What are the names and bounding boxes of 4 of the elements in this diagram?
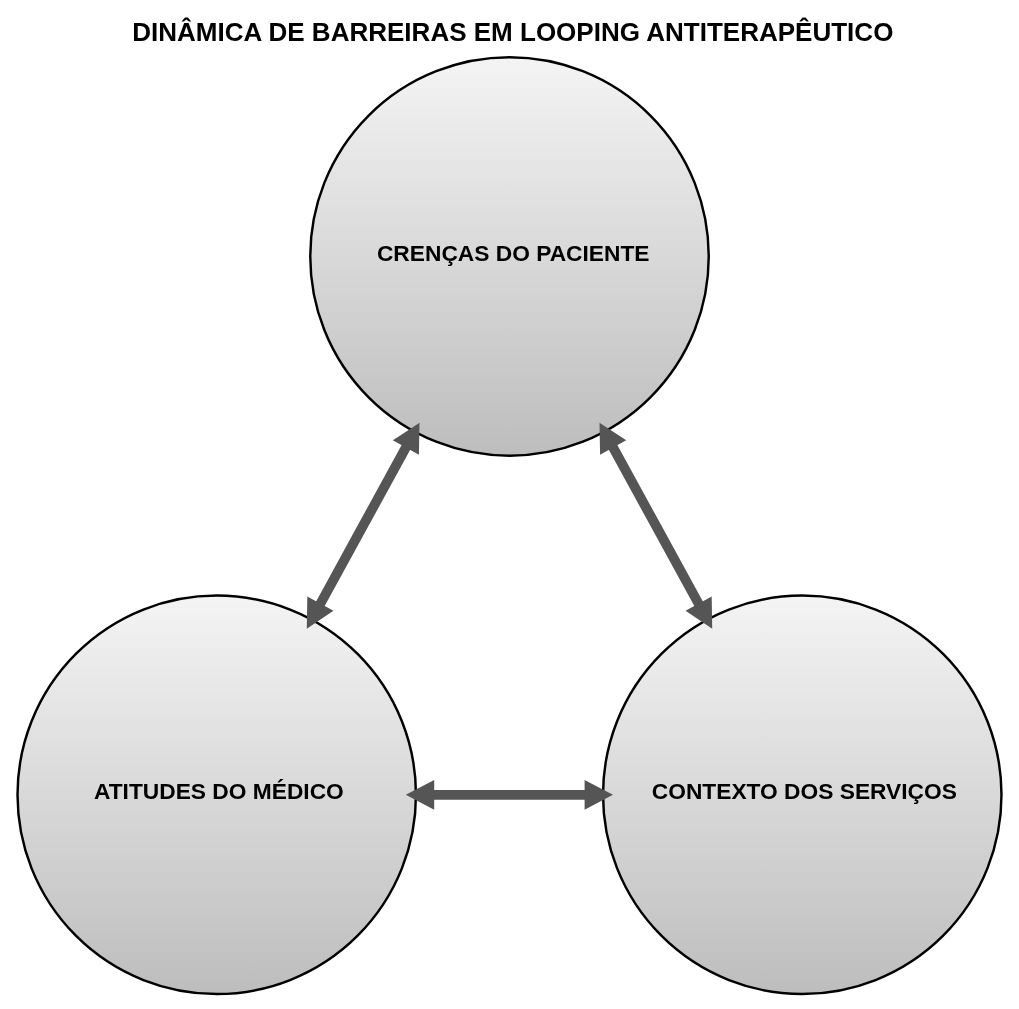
arrow — [306, 422, 420, 629]
arrow — [599, 422, 713, 629]
diagram-title: DINÂMICA DE BARREIRAS EM LOOPING ANTITERAPÊUTICO — [132, 16, 894, 47]
arrow — [405, 779, 613, 810]
